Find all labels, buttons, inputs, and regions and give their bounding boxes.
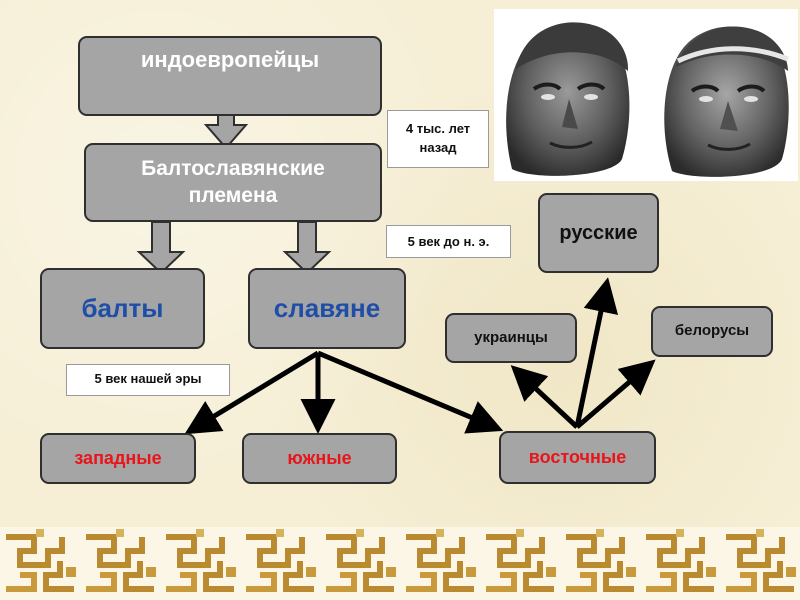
node-russians: русские (538, 193, 659, 273)
portraits-image (494, 9, 798, 181)
note-fifth-ad: 5 век нашей эры (66, 364, 230, 396)
node-slavs-label: славяне (273, 293, 381, 324)
node-slavs: славяне (248, 268, 406, 349)
portraits-drawing (506, 22, 789, 177)
node-baltoslavic-label: Балтославянские племена (141, 157, 325, 207)
node-balts: балты (40, 268, 205, 349)
head-left (506, 22, 630, 176)
node-southern-label: южные (287, 448, 352, 469)
block-arrow-balto-to-slavs (282, 221, 332, 275)
node-belarusians: белорусы (651, 306, 773, 357)
arrow-to-ukrainians (510, 365, 579, 429)
node-southern: южные (242, 433, 397, 484)
arrow-to-western (184, 350, 320, 435)
arrow-to-eastern (317, 350, 504, 434)
node-western-label: западные (74, 448, 162, 469)
ornament-pattern (0, 527, 800, 600)
arrow-to-russians (574, 277, 619, 428)
head-right (664, 26, 789, 177)
node-ukrainians: украинцы (445, 313, 577, 363)
block-arrow-balto-to-balts (136, 221, 186, 275)
node-baltoslavic: Балтославянские племена (84, 143, 382, 222)
node-belarusians-label: белорусы (674, 322, 750, 340)
node-western: западные (40, 433, 196, 484)
node-balts-label: балты (81, 293, 164, 324)
node-russians-label: русские (559, 221, 638, 244)
node-eastern: восточные (499, 431, 656, 484)
note-four-thousand-label: 4 тыс. лет назад (405, 121, 471, 155)
note-four-thousand: 4 тыс. лет назад (387, 110, 489, 168)
ornament-band (0, 527, 800, 600)
node-ukrainians-label: украинцы (474, 328, 548, 346)
node-indoeuropeans-label: индоевропейцы (140, 47, 320, 72)
arrow-to-belarusians (575, 359, 656, 429)
note-fifth-ad-label: 5 век нашей эры (94, 371, 202, 386)
note-fifth-bc: 5 век до н. э. (386, 225, 511, 258)
node-eastern-label: восточные (528, 446, 627, 467)
node-indoeuropeans: индоевропейцы (78, 36, 382, 116)
note-fifth-bc-label: 5 век до н. э. (407, 234, 490, 249)
